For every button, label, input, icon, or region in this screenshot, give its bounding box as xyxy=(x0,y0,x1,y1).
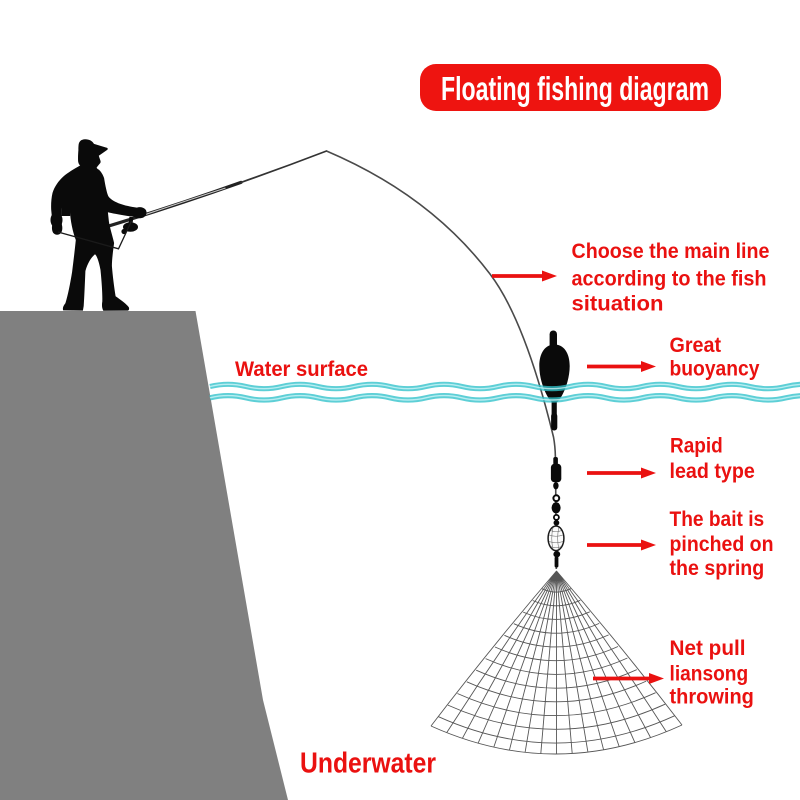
svg-text:according to the fish: according to the fish xyxy=(572,268,767,291)
svg-text:Choose the main line: Choose the main line xyxy=(572,240,770,263)
svg-text:Water surface: Water surface xyxy=(235,358,368,381)
svg-text:Net pull: Net pull xyxy=(670,637,746,660)
svg-text:Underwater: Underwater xyxy=(300,748,436,780)
svg-text:Great: Great xyxy=(670,334,722,357)
svg-text:liansong: liansong xyxy=(670,662,749,685)
svg-text:lead type: lead type xyxy=(670,460,755,483)
svg-text:buoyancy: buoyancy xyxy=(670,357,760,380)
svg-text:The bait is: The bait is xyxy=(670,508,765,531)
svg-text:Rapid: Rapid xyxy=(670,435,723,458)
svg-text:throwing: throwing xyxy=(670,686,754,709)
svg-text:situation: situation xyxy=(572,293,664,316)
svg-text:Floating fishing diagram: Floating fishing diagram xyxy=(441,71,709,108)
svg-text:the spring: the spring xyxy=(670,557,765,580)
svg-text:pinched on: pinched on xyxy=(670,533,774,556)
